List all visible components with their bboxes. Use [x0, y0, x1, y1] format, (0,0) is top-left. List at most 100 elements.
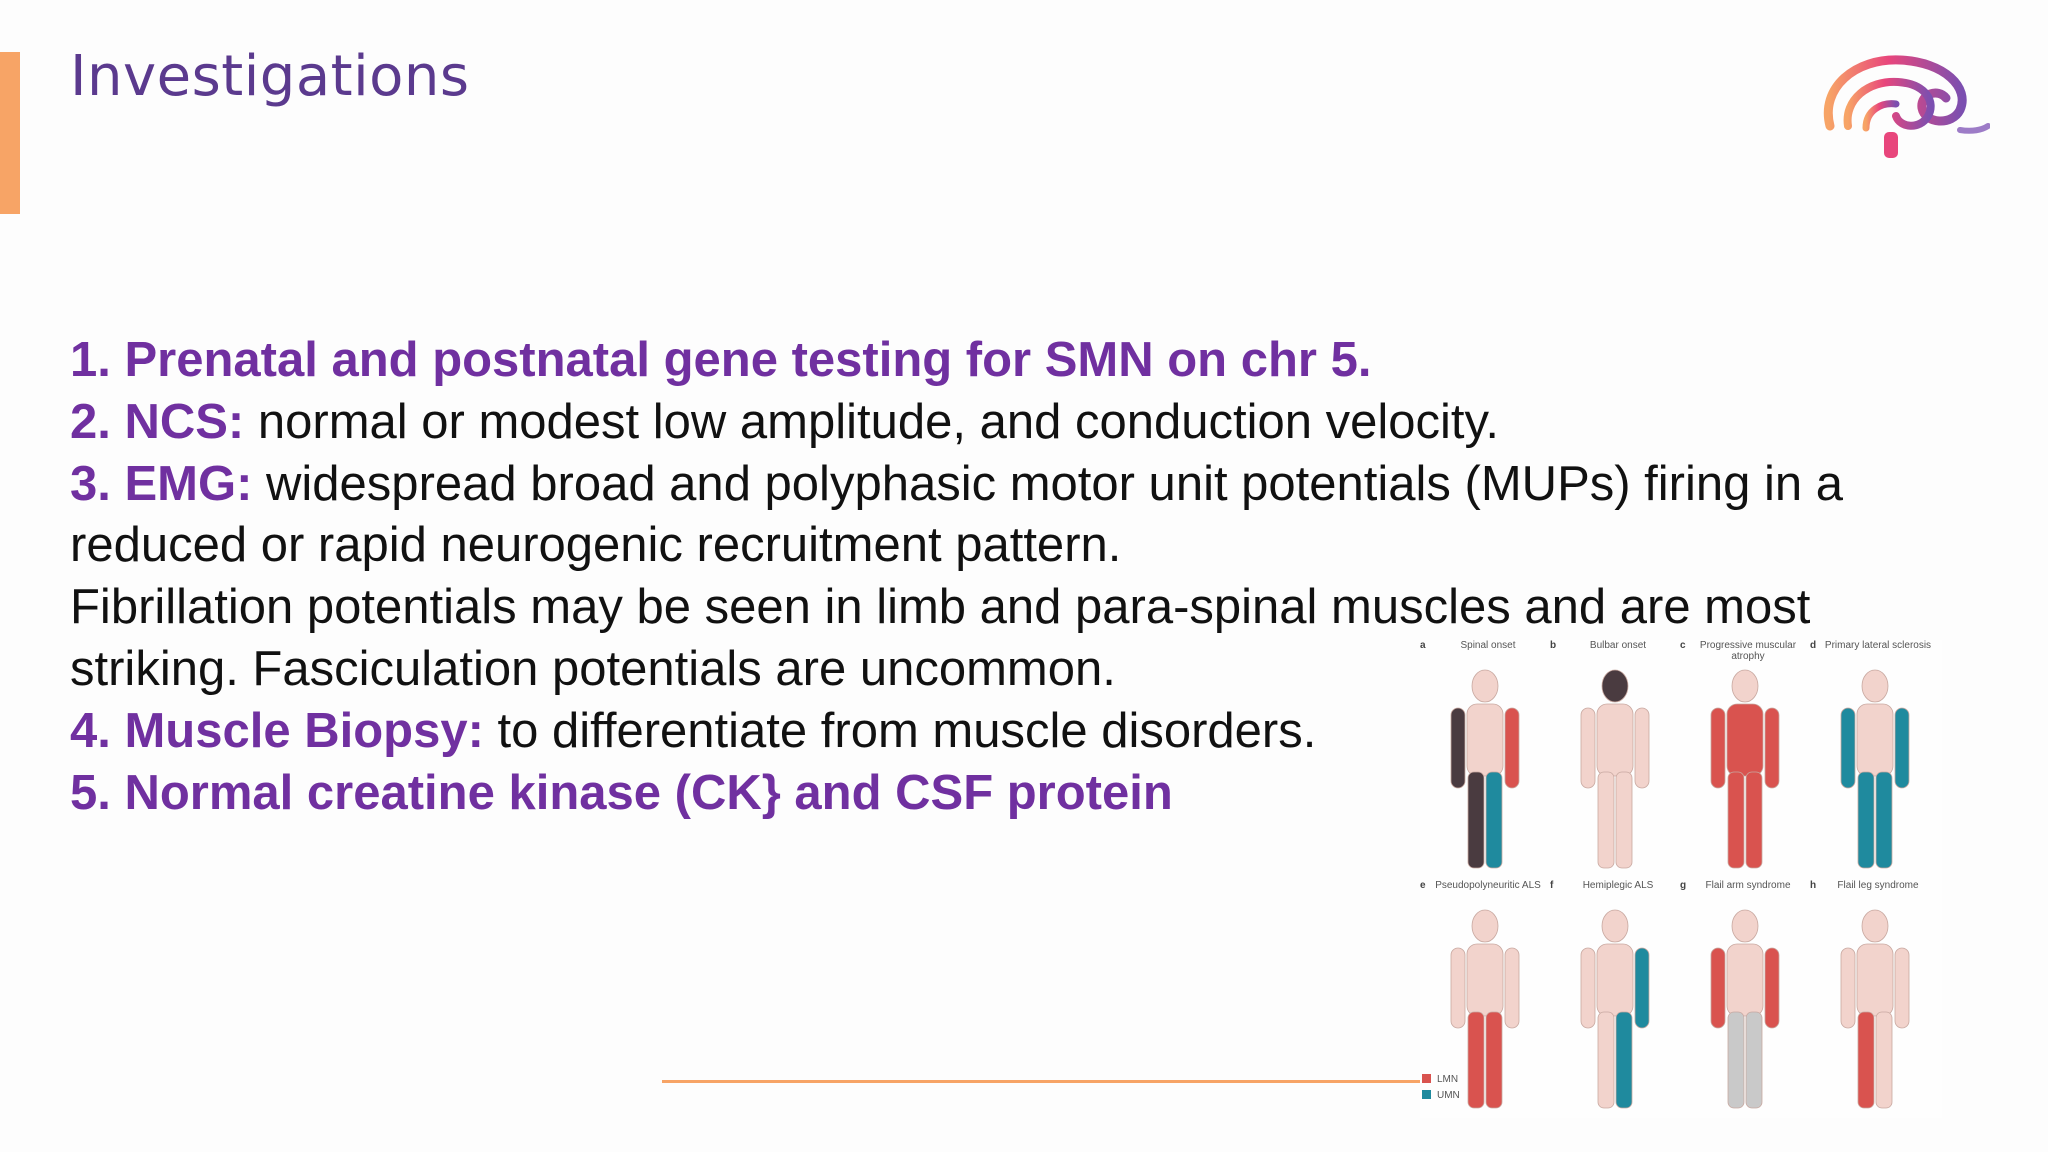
body-panel: h Flail leg syndrome — [1810, 880, 1940, 1115]
figure-legend: LMN UMN — [1422, 1072, 1460, 1104]
legend-label: LMN — [1437, 1074, 1459, 1085]
accent-bar — [0, 52, 20, 214]
panel-letter: c — [1680, 640, 1686, 651]
investigation-item: 5. Normal creatine kinase (CK} and CSF p… — [70, 763, 1950, 825]
head-shape — [1601, 909, 1629, 943]
legend-swatch — [1422, 1090, 1431, 1099]
brain-signal-logo-icon — [1823, 55, 1990, 158]
legend-swatch — [1422, 1074, 1431, 1083]
left-arm-shape — [1450, 947, 1466, 1029]
head-shape — [1861, 669, 1889, 703]
panel-letter: b — [1550, 640, 1557, 651]
als-phenotype-figure: LMN UMN a Spinal onset b Bulbar onset c Progre… — [1420, 640, 1942, 1118]
item-label: 2. NCS: — [70, 394, 245, 449]
body-panel: g Flail arm syndrome — [1680, 880, 1810, 1115]
panel-caption: Progressive muscular atrophy — [1699, 640, 1797, 662]
right-leg-shape — [1615, 1011, 1633, 1109]
body-silhouette — [1580, 909, 1650, 1109]
left-leg-shape — [1727, 771, 1745, 869]
right-leg-shape — [1745, 771, 1763, 869]
panel-letter: h — [1810, 880, 1817, 891]
panel-caption: Bulbar onset — [1589, 640, 1647, 651]
left-leg-shape — [1467, 771, 1485, 869]
investigation-item: 3. EMG: widespread broad and polyphasic … — [70, 454, 1950, 578]
body-silhouette — [1710, 669, 1780, 869]
left-leg-shape — [1597, 1011, 1615, 1109]
left-arm-shape — [1580, 947, 1596, 1029]
legend-entry: UMN — [1422, 1088, 1460, 1104]
right-arm-shape — [1894, 707, 1910, 789]
trunk-shape — [1596, 943, 1634, 1017]
panel-letter: f — [1550, 880, 1554, 891]
right-leg-shape — [1875, 1011, 1893, 1109]
trunk-shape — [1466, 943, 1504, 1017]
body-silhouette — [1840, 909, 1910, 1109]
divider-line — [662, 1080, 1424, 1083]
right-arm-shape — [1894, 947, 1910, 1029]
body-panel: b Bulbar onset — [1550, 640, 1680, 875]
left-arm-shape — [1840, 707, 1856, 789]
head-shape — [1471, 909, 1499, 943]
left-arm-shape — [1450, 707, 1466, 789]
body-silhouette — [1840, 669, 1910, 869]
head-shape — [1601, 669, 1629, 703]
left-leg-shape — [1727, 1011, 1745, 1109]
legend-entry: LMN — [1422, 1072, 1460, 1088]
left-arm-shape — [1710, 947, 1726, 1029]
right-leg-shape — [1485, 1011, 1503, 1109]
legend-label: UMN — [1437, 1090, 1460, 1101]
panel-letter: d — [1810, 640, 1817, 651]
item-text: normal or modest low amplitude, and cond… — [244, 394, 1499, 449]
body-panel: a Spinal onset — [1420, 640, 1550, 875]
head-shape — [1861, 909, 1889, 943]
investigation-item: 2. NCS: normal or modest low amplitude, … — [70, 392, 1950, 454]
panel-letter: e — [1420, 880, 1426, 891]
slide-title: Investigations — [70, 44, 470, 109]
panel-letter: a — [1420, 640, 1426, 651]
left-arm-shape — [1580, 707, 1596, 789]
investigation-item: 1. Prenatal and postnatal gene testing f… — [70, 330, 1950, 392]
right-arm-shape — [1764, 947, 1780, 1029]
item-label: 4. Muscle Biopsy: — [70, 703, 484, 758]
item-label: 5. Normal creatine kinase (CK} and CSF p… — [70, 765, 1173, 820]
body-panel: d Primary lateral sclerosis — [1810, 640, 1940, 875]
panel-caption: Spinal onset — [1460, 640, 1516, 651]
body-silhouette — [1710, 909, 1780, 1109]
panel-caption: Flail arm syndrome — [1705, 880, 1791, 891]
item-text: Fibrillation potentials may be seen in l… — [70, 580, 1811, 696]
investigations-list: 1. Prenatal and postnatal gene testing f… — [70, 330, 1950, 824]
left-leg-shape — [1857, 1011, 1875, 1109]
panel-caption: Pseudopolyneuritic ALS — [1435, 880, 1541, 891]
right-arm-shape — [1634, 707, 1650, 789]
body-panel: c Progressive muscular atrophy — [1680, 640, 1810, 875]
head-shape — [1731, 669, 1759, 703]
trunk-shape — [1726, 703, 1764, 777]
item-label: 3. EMG: — [70, 456, 253, 511]
left-arm-shape — [1710, 707, 1726, 789]
left-leg-shape — [1467, 1011, 1485, 1109]
panel-caption: Flail leg syndrome — [1837, 880, 1919, 891]
trunk-shape — [1856, 703, 1894, 777]
head-shape — [1731, 909, 1759, 943]
panel-letter: g — [1680, 880, 1687, 891]
trunk-shape — [1856, 943, 1894, 1017]
left-leg-shape — [1597, 771, 1615, 869]
trunk-shape — [1596, 703, 1634, 777]
investigation-item: 4. Muscle Biopsy: to differentiate from … — [70, 701, 1950, 763]
trunk-shape — [1726, 943, 1764, 1017]
left-arm-shape — [1840, 947, 1856, 1029]
body-silhouette — [1580, 669, 1650, 869]
trunk-shape — [1466, 703, 1504, 777]
body-panel: f Hemiplegic ALS — [1550, 880, 1680, 1115]
item-text: widespread broad and polyphasic motor un… — [70, 456, 1844, 573]
right-arm-shape — [1764, 707, 1780, 789]
item-label: 1. Prenatal and postnatal gene testing f… — [70, 333, 1372, 387]
panel-caption: Hemiplegic ALS — [1582, 880, 1654, 891]
head-shape — [1471, 669, 1499, 703]
investigation-item: Fibrillation potentials may be seen in l… — [70, 577, 1950, 701]
body-panel: e Pseudopolyneuritic ALS — [1420, 880, 1550, 1115]
right-leg-shape — [1745, 1011, 1763, 1109]
right-leg-shape — [1615, 771, 1633, 869]
panel-caption: Primary lateral sclerosis — [1824, 640, 1932, 651]
body-silhouette — [1450, 669, 1520, 869]
